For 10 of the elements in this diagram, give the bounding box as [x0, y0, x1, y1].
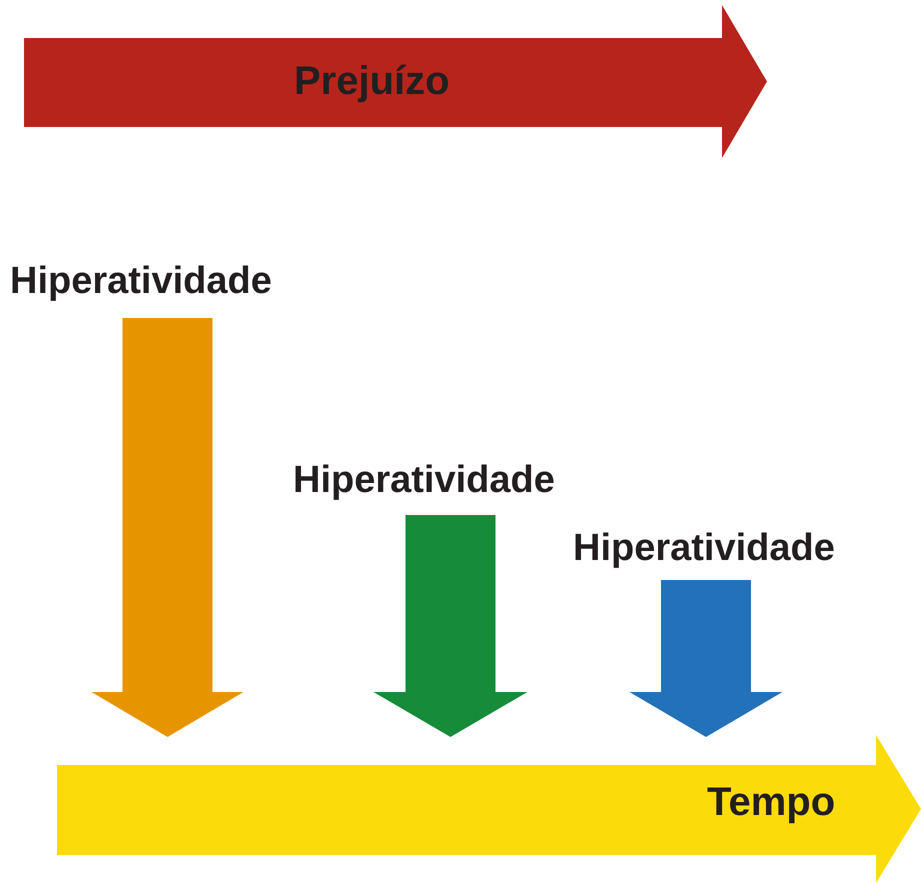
arrow-label: Tempo — [707, 782, 836, 822]
block-arrow — [57, 735, 921, 883]
block-arrow — [24, 5, 767, 158]
down-arrow — [92, 318, 244, 737]
down-arrow — [374, 515, 528, 737]
arrow-label: Hiperatividade — [10, 262, 272, 300]
arrow-label: Prejuízo — [294, 61, 450, 101]
down-arrow — [630, 580, 782, 737]
arrow-label: Hiperatividade — [293, 461, 555, 499]
arrow-label: Hiperatividade — [573, 529, 835, 567]
